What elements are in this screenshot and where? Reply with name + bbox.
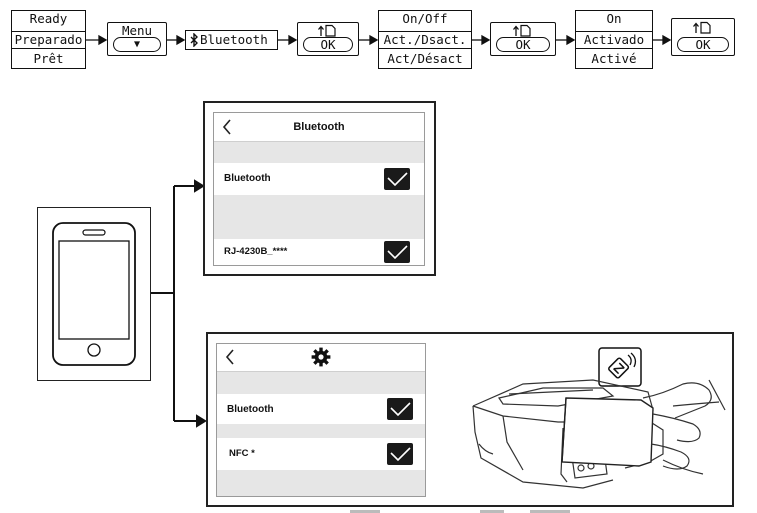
device-row[interactable]: RJ-4230B_**** [214, 239, 424, 265]
chevron-left-icon[interactable] [222, 119, 232, 135]
bluetooth-menu-item[interactable]: Bluetooth [185, 30, 278, 50]
on-fr: Activé [591, 51, 637, 66]
nfc-row-label: NFC * [229, 448, 255, 459]
checkmark-icon [387, 172, 408, 187]
bluetooth-row[interactable]: Bluetooth [214, 163, 424, 195]
screen-header: Bluetooth [214, 113, 424, 142]
status-ready-fr: Prêt [33, 51, 64, 66]
nfc-bluetooth-row-label: Bluetooth [227, 404, 274, 415]
ok-button-3[interactable]: OK [671, 18, 735, 56]
section-gap [214, 142, 424, 163]
flow-arrows [84, 34, 672, 46]
onoff-box: On/Off Act./Dsact. Act/Désact [378, 10, 472, 69]
gear-icon [311, 347, 331, 367]
bluetooth-icon [190, 33, 198, 47]
on-box: On Activado Activé [575, 10, 653, 69]
down-arrow-glyph: ▼ [133, 39, 141, 50]
bluetooth-settings-screen: Bluetooth Bluetooth RJ-4230B_**** [213, 112, 425, 266]
nfc-panel-frame: Bluetooth NFC * [206, 332, 734, 507]
nfc-settings-screen: Bluetooth NFC * [216, 343, 426, 497]
nfc-row[interactable]: NFC * [217, 438, 425, 470]
status-ready-en: Ready [29, 11, 68, 26]
status-ready-box: Ready Preparado Prêt [11, 10, 86, 69]
down-arrow-key-icon: ▼ [113, 37, 161, 52]
set-icon [693, 21, 711, 34]
bluetooth-settings-frame: Bluetooth Bluetooth RJ-4230B_**** [203, 101, 436, 276]
set-icon [318, 24, 336, 37]
on-es: Activado [575, 31, 653, 49]
ok-button[interactable]: OK [297, 22, 359, 56]
onoff-es: Act./Dsact. [378, 31, 472, 49]
ok-button-2-label: OK [496, 37, 550, 52]
set-icon [513, 24, 531, 37]
section-gap [214, 195, 424, 239]
device-checkbox[interactable] [384, 241, 410, 263]
menu-button-label: Menu [121, 23, 153, 38]
onoff-fr: Act/Désact [387, 51, 463, 66]
chevron-left-icon[interactable] [225, 349, 235, 365]
menu-button[interactable]: Menu ▼ [107, 22, 167, 56]
cropped-caption-artifact [350, 507, 610, 513]
ok-button-2[interactable]: OK [490, 22, 556, 56]
bluetooth-menu-label: Bluetooth [200, 32, 268, 47]
device-row-label: RJ-4230B_**** [224, 246, 288, 257]
screen-header [217, 344, 425, 372]
bluetooth-row-label: Bluetooth [224, 173, 271, 184]
checkmark-icon [390, 447, 411, 462]
status-ready-es: Preparado [11, 31, 86, 49]
screen-title: Bluetooth [293, 121, 345, 133]
ok-button-label: OK [303, 37, 353, 52]
smartphone-icon [52, 222, 136, 366]
nfc-tap-icon [598, 347, 642, 387]
section-gap [217, 372, 425, 394]
smartphone-box [37, 207, 151, 381]
nfc-checkbox[interactable] [387, 443, 413, 465]
section-gap [217, 470, 425, 496]
mobile-printer-with-phone-icon [472, 379, 726, 489]
bluetooth-checkbox[interactable] [384, 168, 410, 190]
bluetooth-row[interactable]: Bluetooth [217, 394, 425, 424]
onoff-en: On/Off [402, 11, 448, 26]
on-en: On [606, 11, 622, 26]
checkmark-icon [387, 245, 408, 260]
section-gap [217, 424, 425, 438]
ok-button-3-label: OK [677, 37, 729, 52]
checkmark-icon [390, 402, 411, 417]
nfc-bluetooth-checkbox[interactable] [387, 398, 413, 420]
